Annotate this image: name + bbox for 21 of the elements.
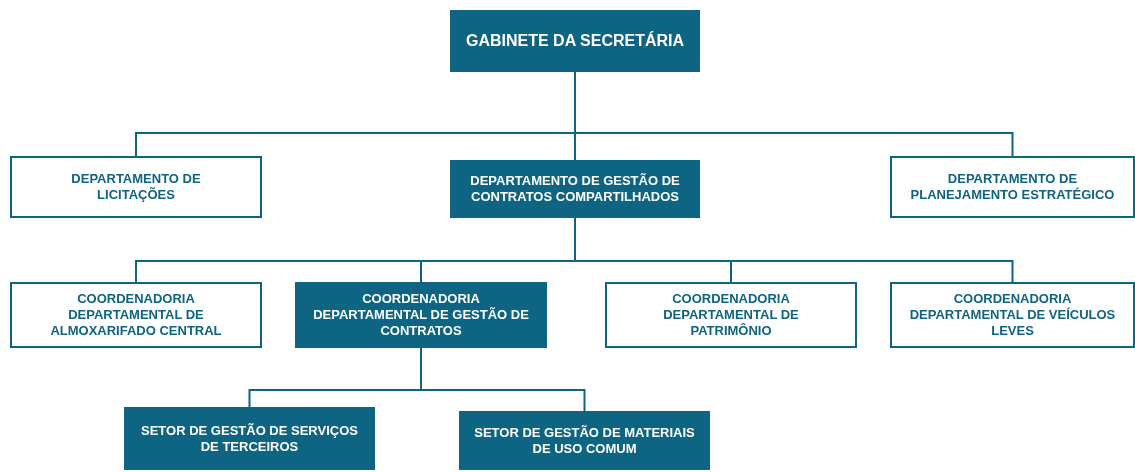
unit-name: GABINETE DA SECRETÁRIA [465,33,685,49]
unit-name: COORDENADORIA DEPARTAMENTAL DE VEÍCULOS LEVES [908,291,1117,339]
outlined-org-box [10,282,262,348]
unit-name: COORDENADORIA DEPARTAMENTAL DE PATRIMÔNIO [662,291,800,339]
filled-org-box [450,10,700,72]
connector-line [420,347,586,412]
filled-org-box [295,282,547,348]
filled-org-box [450,160,700,218]
unit-name: SETOR DE GESTÃO DE SERVIÇOS DE TERCEIROS [140,422,359,455]
outlined-org-box [10,156,262,218]
unit-name: SETOR DE GESTÃO DE MATERIAIS DE USO COMUM [473,424,696,457]
outlined-org-box [890,156,1135,218]
unit-name: COORDENADORIA DEPARTAMENTAL DE GESTÃO DE CONTRATOS [312,291,530,339]
outlined-org-box [605,282,857,348]
unit-name: COORDENADORIA DEPARTAMENTAL DE ALMOXARIFADO CENTRAL [49,291,223,339]
unit-name: DEPARTAMENTO DE PLANEJAMENTO ESTRATÉGICO [909,171,1116,203]
filled-org-box [459,411,710,470]
unit-name: DEPARTAMENTO DE GESTÃO DE CONTRATOS COMPARTILHADOS [470,173,680,205]
filled-org-box [124,407,375,470]
outlined-org-box [890,282,1135,348]
unit-name: DEPARTAMENTO DE LICITAÇÕES [70,171,202,203]
